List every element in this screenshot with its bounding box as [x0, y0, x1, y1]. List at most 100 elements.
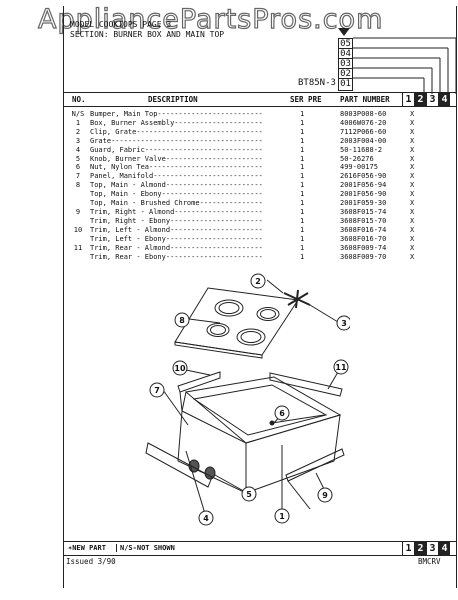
part-description: Trim, Right - Ebony---------------------…	[90, 216, 263, 225]
part-applicability-mark: X	[410, 145, 415, 154]
callout-label-1: 1	[279, 512, 285, 521]
part-number: 50-11688-2	[340, 145, 383, 154]
footer-box-3: 3	[426, 542, 438, 555]
code-staircase	[338, 28, 457, 94]
col-description: DESCRIPTION	[148, 95, 198, 104]
burner-opening-2	[256, 307, 280, 321]
part-number-index: N/S	[71, 110, 85, 118]
page-border	[63, 6, 457, 588]
part-quantity: 1	[300, 225, 305, 234]
watermark: AppliancePartsPros.com	[37, 3, 384, 35]
part-quantity: 1	[300, 136, 305, 145]
callout-9	[317, 487, 333, 503]
model-number: BT85N-3	[298, 78, 336, 88]
part-description: Trim, Right - Almond--------------------…	[90, 207, 263, 216]
burner-opening-1	[214, 299, 244, 317]
part-number-index: 9	[75, 207, 81, 216]
part-quantity: 1	[300, 199, 305, 208]
section-title: SECTION: BURNER BOX AND MAIN TOP	[70, 30, 225, 39]
part-applicability-mark: X	[410, 118, 415, 127]
part-number-index	[66, 235, 90, 244]
part-applicability-mark: X	[410, 190, 415, 199]
part-quantity: 1	[300, 110, 305, 118]
part-number-index: 10	[73, 225, 83, 234]
callout-label-3: 3	[341, 319, 347, 328]
part-applicability-mark: X	[410, 163, 415, 172]
footer-box-4: 4	[438, 542, 450, 555]
col-box-3: 3	[426, 93, 438, 106]
part-number-index: 7	[75, 172, 81, 181]
part-description: Bumper, Main Top------------------------…	[90, 110, 263, 118]
table-row: Trim, Rear - Ebony----------------------…	[66, 253, 420, 262]
part-number: 3608F016-70	[340, 234, 387, 243]
exploded-diagram: 2 3 8 10 11 7 6 5 9 1 4	[145, 273, 350, 526]
part-description: Clip, Grate-----------------------------…	[90, 127, 263, 136]
part-description: Box, Burner Assembly--------------------…	[90, 118, 263, 127]
part-number: 2001F056-90	[340, 190, 387, 199]
part-number-index: 6	[75, 163, 81, 172]
table-row: 1 Box, Burner Assembly-------------------…	[66, 119, 420, 128]
part-quantity: 1	[300, 118, 305, 127]
part-number: 7112P066-60	[340, 127, 387, 136]
part-number: 499-00175	[340, 163, 378, 172]
header-model-label: MODEL COOKTOPS PAGE 3	[70, 20, 172, 29]
left-trim-part	[177, 371, 221, 393]
footer-bar: ✶NEW PART N/S-NOT SHOWN 1 2 3 4	[64, 541, 456, 556]
part-quantity: 1	[300, 172, 305, 181]
part-applicability-mark: X	[410, 181, 415, 190]
part-number-index: 1	[75, 118, 81, 127]
part-number-index	[66, 190, 90, 199]
callout-7	[149, 382, 165, 398]
part-applicability-mark: X	[410, 154, 415, 163]
grate-part	[283, 289, 311, 309]
table-row: Trim, Right - Ebony---------------------…	[66, 217, 420, 226]
callout-4	[198, 510, 214, 526]
callout-3	[336, 315, 350, 331]
col-no: NO.	[72, 95, 86, 104]
part-description: Trim, Rear - Ebony----------------------…	[90, 252, 263, 261]
part-applicability-mark: X	[410, 207, 415, 216]
part-number: 3608F015-74	[340, 207, 387, 216]
callout-5	[241, 486, 257, 502]
part-applicability-mark: X	[410, 216, 415, 225]
part-applicability-mark: X	[410, 252, 415, 261]
callout-label-4: 4	[203, 514, 209, 523]
part-number-index: 5	[75, 154, 81, 163]
part-number-index	[66, 217, 90, 226]
part-number-index: 8	[75, 181, 81, 190]
part-description: Guard, Fabric---------------------------…	[90, 145, 263, 154]
part-number: 3608F015-70	[340, 216, 387, 225]
part-quantity: 1	[300, 154, 305, 163]
part-number-index: 4	[75, 145, 81, 154]
new-part-legend: ✶NEW PART	[68, 544, 106, 552]
footer-box-1: 1	[402, 542, 414, 555]
callout-label-9: 9	[322, 491, 328, 500]
callout-label-10: 10	[174, 364, 186, 373]
table-row: Top, Main - Brushed Chrome--------------…	[66, 199, 420, 208]
callout-11	[333, 359, 349, 375]
part-description: Top, Main - Ebony-----------------------…	[90, 190, 263, 199]
part-description: Nut, Nylon Tea--------------------------…	[90, 163, 263, 172]
part-applicability-mark: X	[410, 234, 415, 243]
col-part-number: PART NUMBER	[340, 95, 390, 104]
part-quantity: 1	[300, 207, 305, 216]
part-number: 3608F016-74	[340, 225, 387, 234]
part-number: 2001F059-30	[340, 199, 387, 208]
part-quantity: 1	[300, 216, 305, 225]
part-applicability-mark: X	[410, 225, 415, 234]
part-quantity: 1	[300, 243, 305, 252]
table-row: Top, Main - Ebony-----------------------…	[66, 190, 420, 199]
part-number: 50-26276	[340, 154, 374, 163]
part-number-index: 3	[75, 136, 81, 145]
part-quantity: 1	[300, 252, 305, 261]
part-number: 2003F004-00	[340, 136, 387, 145]
part-quantity: 1	[300, 145, 305, 154]
part-applicability-mark: X	[410, 172, 415, 181]
callout-6	[274, 405, 290, 421]
part-number: 3608F009-74	[340, 243, 387, 252]
manifold-panel-part	[177, 410, 247, 494]
